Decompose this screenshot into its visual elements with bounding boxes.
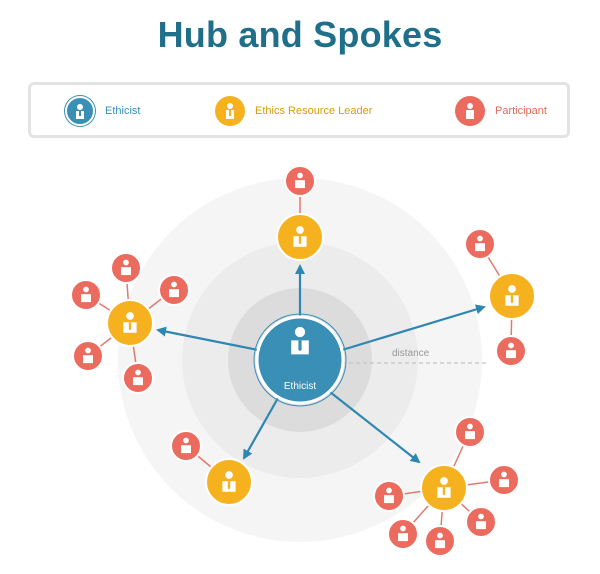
resource-leader-node xyxy=(205,458,253,506)
spoke-arrow-right xyxy=(341,304,486,352)
resource-leader-node xyxy=(106,299,154,347)
participant-node xyxy=(158,274,190,306)
participant-legend-icon xyxy=(455,96,485,126)
spokes xyxy=(156,264,486,464)
participant-node xyxy=(495,335,527,367)
legend-label-participant: Participant xyxy=(495,105,547,117)
legend: Ethicist Ethics Resource Leader Particip… xyxy=(28,82,570,138)
resource-leader-node xyxy=(420,464,468,512)
participant-node xyxy=(424,525,456,557)
participant-node xyxy=(70,279,102,311)
participant-node xyxy=(170,430,202,462)
legend-label-ethicist: Ethicist xyxy=(105,105,141,117)
spoke-arrow-bottom-left xyxy=(243,397,279,460)
participant-node xyxy=(110,252,142,284)
spoke-arrow-left xyxy=(156,326,259,352)
distance-label: distance xyxy=(392,348,430,359)
ethicist-legend-icon xyxy=(65,96,95,126)
hub-label: Ethicist xyxy=(284,381,316,392)
resource-leader-node xyxy=(276,213,324,261)
participant-node xyxy=(464,228,496,260)
participants xyxy=(70,165,527,557)
participant-node xyxy=(373,480,405,512)
participant-node xyxy=(72,340,104,372)
legend-item-ethics-resource-leader: Ethics Resource Leader xyxy=(215,95,372,127)
participant-node xyxy=(454,416,486,448)
participant-node xyxy=(387,518,419,550)
spoke-arrow-bottom-right xyxy=(329,391,421,464)
legend-label-ethics-resource-leader: Ethics Resource Leader xyxy=(255,105,373,117)
participant-node xyxy=(284,165,316,197)
page-title: Hub and Spokes xyxy=(157,14,443,55)
ethicist-hub: Ethicist xyxy=(253,313,347,407)
legend-item-participant: Participant xyxy=(455,95,547,127)
resource-leader-node xyxy=(488,272,536,320)
resource-leader-legend-icon xyxy=(215,96,245,126)
participant-node xyxy=(488,464,520,496)
legend-item-ethicist: Ethicist xyxy=(65,95,140,127)
resource-leaders xyxy=(106,213,536,512)
participant-node xyxy=(122,362,154,394)
participant-node xyxy=(465,506,497,538)
